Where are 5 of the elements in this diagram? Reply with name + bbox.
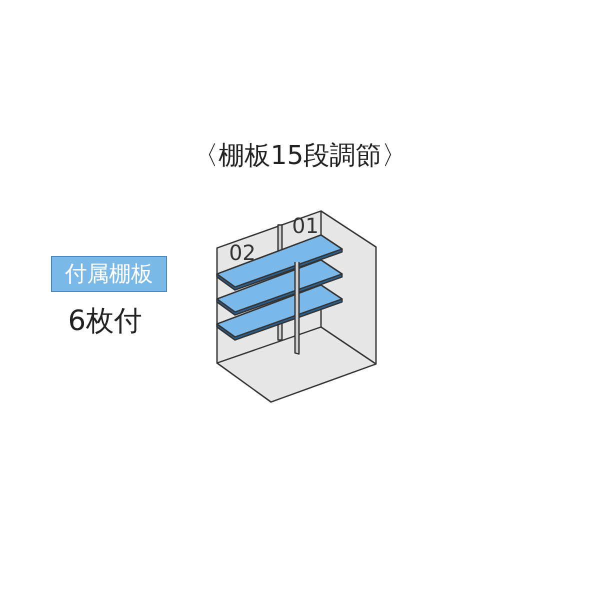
- title: 〈棚板15段調節〉: [191, 140, 409, 173]
- shelf-number: 01: [292, 214, 319, 238]
- badge: 付属棚板: [51, 256, 167, 292]
- quantity-label: 6枚付: [68, 303, 142, 339]
- shelf-number: 02: [229, 241, 256, 265]
